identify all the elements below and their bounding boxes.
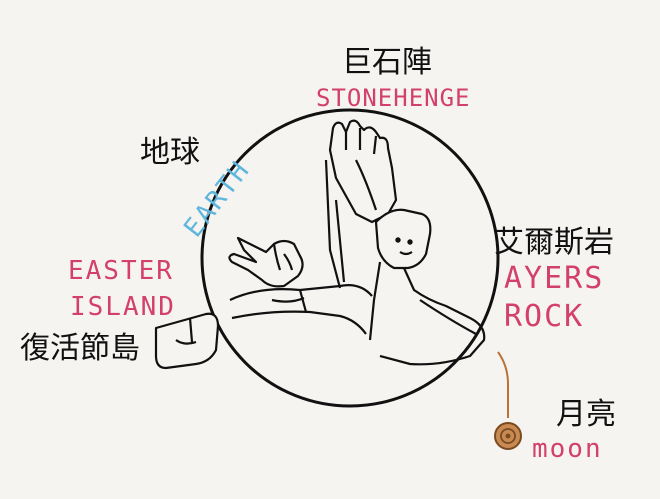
easter-island-label-english-line1: EASTER xyxy=(68,256,174,286)
moon-label-chinese: 月亮 xyxy=(556,397,616,432)
earth-circle xyxy=(200,108,500,408)
moon-label-english: moon xyxy=(532,434,603,464)
easter-island-label-chinese: 復活節島 xyxy=(20,331,140,366)
stonehenge-hand xyxy=(328,119,398,224)
ayers-rock-label-english-line2: ROCK xyxy=(504,299,585,334)
moai-head xyxy=(154,312,220,370)
arm xyxy=(229,159,373,335)
stonehenge-label-english: STONEHENGE xyxy=(316,84,471,112)
ayers-rock-figure xyxy=(368,208,486,366)
ayers-rock-label-english-line1: AYERS xyxy=(504,261,605,296)
earth-label-chinese: 地球 xyxy=(140,135,200,170)
moon-drawing xyxy=(494,422,522,450)
easter-island-label-english-line2: ISLAND xyxy=(70,292,176,322)
ayers-rock-label-chinese: 艾爾斯岩 xyxy=(494,225,614,260)
moon-tether xyxy=(497,351,509,418)
stonehenge-label-chinese: 巨石陣 xyxy=(342,45,432,80)
easter-island-hand xyxy=(228,236,304,288)
